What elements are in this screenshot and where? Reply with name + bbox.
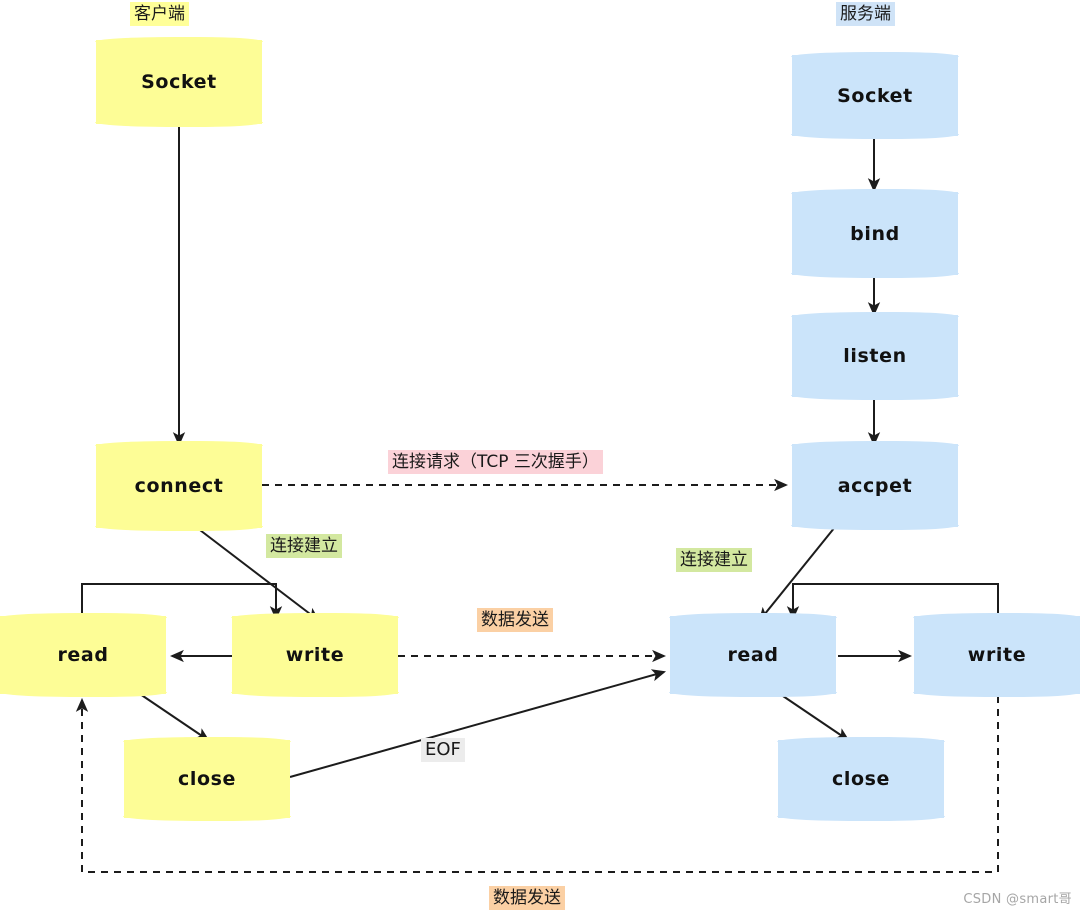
csdn-watermark: CSDN @smart哥 xyxy=(963,892,1072,907)
node-server-accpet[interactable]: accpet xyxy=(791,441,959,530)
node-client-write[interactable]: write xyxy=(231,613,399,697)
node-client-close[interactable]: close xyxy=(123,737,291,821)
node-server-read[interactable]: read xyxy=(669,613,837,697)
node-server-write[interactable]: write xyxy=(913,613,1080,697)
label-data-send-top: 数据发送 xyxy=(477,608,553,632)
node-client-connect[interactable]: connect xyxy=(95,441,263,531)
label-eof: EOF xyxy=(421,738,465,762)
edge-server-accpet-to-read xyxy=(758,526,836,622)
edge-client-read-to-close xyxy=(139,693,210,742)
label-data-send-bottom: 数据发送 xyxy=(489,886,565,910)
node-client-socket[interactable]: Socket xyxy=(95,37,263,127)
node-server-socket[interactable]: Socket xyxy=(791,52,959,139)
label-client-connection-established: 连接建立 xyxy=(266,534,342,558)
node-client-read[interactable]: read xyxy=(0,613,167,697)
node-server-close[interactable]: close xyxy=(777,737,945,821)
node-server-listen[interactable]: listen xyxy=(791,312,959,400)
label-tcp-handshake: 连接请求（TCP 三次握手） xyxy=(388,450,603,474)
label-server-connection-established: 连接建立 xyxy=(676,548,752,572)
node-server-bind[interactable]: bind xyxy=(791,189,959,278)
edge-server-read-to-close xyxy=(779,693,850,742)
column-header-server: 服务端 xyxy=(836,2,895,26)
column-header-client: 客户端 xyxy=(130,2,189,26)
